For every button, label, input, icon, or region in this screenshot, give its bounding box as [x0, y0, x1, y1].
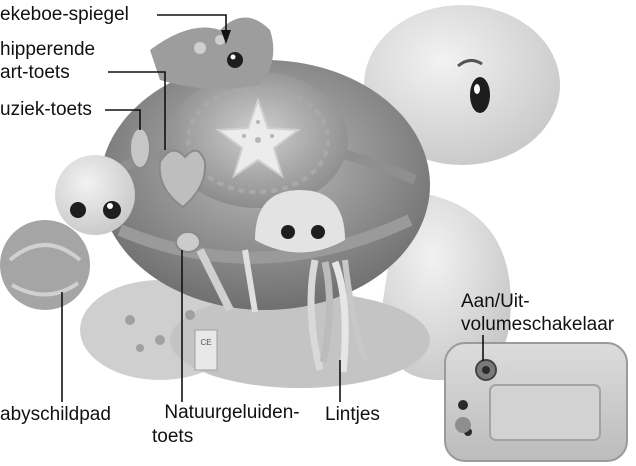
music-button[interactable]	[130, 128, 150, 168]
peekaboo-mirror-star[interactable]	[150, 18, 273, 90]
battery-compartment	[445, 343, 627, 461]
label-baby-turtle: abyschildpad	[0, 404, 111, 426]
label-music-button: uziek-toets	[0, 99, 92, 121]
turtle-shell	[100, 60, 430, 312]
label-ribbons: Lintjes	[325, 404, 380, 426]
label-nature-sounds-line1: Natuurgeluiden-	[152, 402, 312, 424]
label-tag: CE	[195, 330, 217, 370]
label-switch-line2: volumeschakelaar	[461, 314, 614, 336]
label-switch-line1: Aan/Uit-	[461, 291, 530, 313]
label-heart-button-line1: hipperende	[0, 39, 95, 61]
label-nature-sounds-line2: toets	[152, 426, 193, 448]
svg-text:CE: CE	[200, 338, 211, 347]
power-volume-switch[interactable]	[476, 360, 496, 380]
label-peekaboo-mirror: ekeboe-spiegel	[0, 4, 129, 26]
label-heart-button-line2: art-toets	[0, 62, 70, 84]
nature-sounds-button[interactable]	[176, 232, 200, 252]
